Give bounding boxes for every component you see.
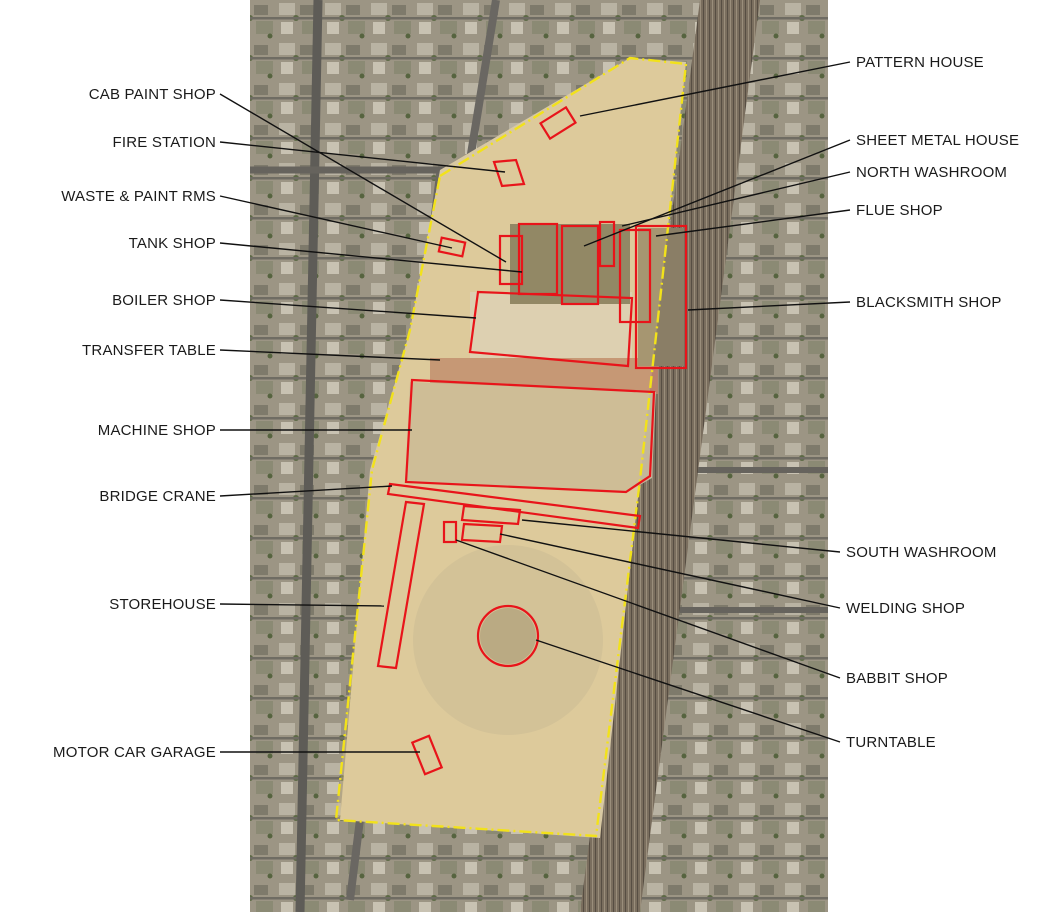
outline-welding-shop [460,522,504,544]
label-motor-car-garage: MOTOR CAR GARAGE [53,744,216,761]
outline-bridge-crane [386,482,642,530]
label-boiler-shop: BOILER SHOP [112,292,216,309]
leader-fire-station [219,141,506,173]
leader-south-washroom [521,519,841,553]
leader-lines [219,61,851,753]
leader-babbit-shop [455,539,841,679]
label-blacksmith-shop: BLACKSMITH SHOP [856,294,1002,311]
outline-fire-station [492,158,526,188]
outline-boiler-shop [468,290,634,368]
label-tank-shop: TANK SHOP [129,235,216,252]
outline-sheet-metal [560,224,600,306]
building-outlines [376,105,688,776]
leader-boiler-shop [219,299,477,319]
outline-turntable [476,604,540,668]
leader-welding-shop [499,533,841,609]
leader-transfer-table [219,349,441,361]
leader-pattern-house [579,61,851,117]
label-turntable: TURNTABLE [846,734,936,751]
leader-bridge-crane [219,485,393,497]
north-shops-roof [510,224,630,304]
outline-pattern-house [538,105,578,141]
leader-blacksmith-shop [687,301,851,311]
label-babbit-shop: BABBIT SHOP [846,670,948,687]
label-pattern-house: PATTERN HOUSE [856,54,984,71]
label-cab-paint-shop: CAB PAINT SHOP [89,86,216,103]
label-welding-shop: WELDING SHOP [846,600,965,617]
outline-waste-paint [437,236,467,258]
label-sheet-metal-house: SHEET METAL HOUSE [856,132,1019,149]
label-storehouse: STOREHOUSE [109,596,216,613]
labels-left: CAB PAINT SHOP FIRE STATION WASTE & PAIN… [53,86,216,761]
label-fire-station: FIRE STATION [112,134,216,151]
label-bridge-crane: BRIDGE CRANE [99,488,216,505]
outline-cab-paint [498,234,524,286]
leader-waste-paint-rms [219,195,453,249]
leader-cab-paint-shop [219,93,507,263]
leader-flue-shop [655,209,851,237]
outline-machine-shop [404,378,656,494]
machine-shop-roof [405,382,656,492]
outline-south-washroom [460,504,522,526]
label-machine-shop: MACHINE SHOP [98,422,216,439]
label-transfer-table: TRANSFER TABLE [82,342,216,359]
label-flue-shop: FLUE SHOP [856,202,943,219]
outline-babbit-shop [442,520,458,544]
labels-right: PATTERN HOUSE SHEET METAL HOUSE NORTH WA… [846,54,1019,751]
turntable-pit [480,608,536,664]
leader-tank-shop [219,242,523,273]
label-south-washroom: SOUTH WASHROOM [846,544,997,561]
label-north-washroom: NORTH WASHROOM [856,164,1007,181]
leader-north-washroom [621,171,851,227]
outline-north-washroom [598,220,616,268]
outline-storehouse [376,500,426,670]
leader-storehouse [219,603,385,607]
leader-turntable [535,639,841,743]
outline-motor-car-garage [410,734,444,776]
leader-sheet-metal-house [583,139,851,247]
outline-blacksmith [634,224,688,370]
label-waste-paint-rms: WASTE & PAINT RMS [61,188,216,205]
